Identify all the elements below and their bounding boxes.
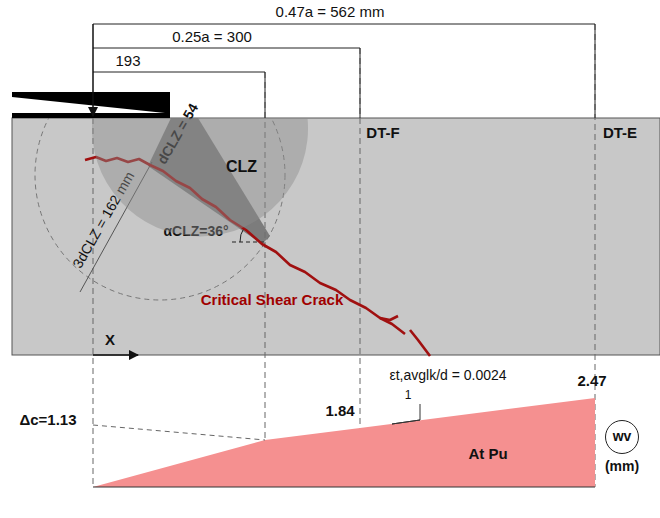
critical-shear-crack [380,316,398,320]
clz-region: CLZ [92,118,308,238]
label: Critical Shear Crack [201,292,344,309]
unit-label: (mm) [605,459,639,474]
label: Δc=1.13 [19,412,76,429]
x-axis-arrow [93,355,138,356]
dimension-lines [360,48,361,118]
label: 1 [405,389,412,402]
label: 1.84 [325,403,354,420]
dimension-lines [93,24,595,25]
critical-shear-crack [410,330,430,356]
label: 0.47a = 562 mm [276,4,385,21]
dimension-lines [93,72,265,73]
dimension-lines [265,72,266,118]
crack-width-profile [93,398,595,487]
label: 2.47 [577,373,606,390]
section-lines [93,118,94,487]
label: DT-F [366,125,399,142]
label: X [105,332,115,349]
load-plate [12,92,170,118]
angle-marker [240,228,244,242]
slope-indicator [392,404,420,424]
load-plate [12,97,165,113]
label: εt,avglk/d = 0.0024 [389,368,506,383]
symbol-label: wv [613,429,632,444]
label: At Pu [468,446,507,463]
beam [12,118,660,355]
dimension-lines [93,24,595,118]
label: 0.25a = 300 [172,29,252,46]
dimension-lines [595,24,596,118]
crack-width-profile [93,425,265,440]
label: DT-E [603,125,637,142]
clz-shape [92,118,308,236]
load-arrow [93,24,94,116]
region-label: CLZ [226,158,257,176]
x-axis-arrow [93,354,138,356]
section-lines [93,24,595,487]
unit-circle: wv(mm) [605,420,639,454]
load-plate [12,92,170,118]
crack-width-profile [93,487,595,488]
clz-shape [92,118,308,238]
slope-indicator [392,404,420,424]
label: 193 [115,53,140,70]
load-arrow [92,24,94,116]
beam [12,118,660,355]
slope-indicator [392,420,420,424]
section-lines [360,48,361,487]
crack-width-profile [93,398,595,487]
dimension-lines [93,48,360,49]
